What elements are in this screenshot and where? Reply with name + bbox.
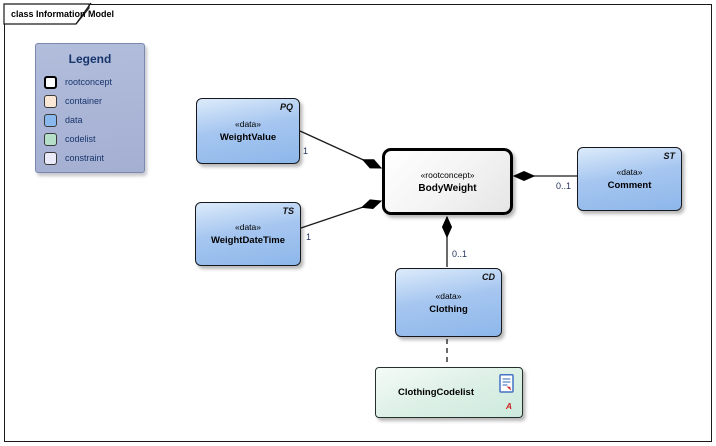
- diagram-title: class Information Model: [11, 9, 115, 19]
- multiplicity-label: 0..1: [452, 249, 468, 259]
- legend-swatch-rootconcept: [44, 75, 57, 89]
- node-name: Clothing: [429, 303, 468, 315]
- document-link-icon: [499, 374, 514, 398]
- node-name: Comment: [607, 180, 652, 191]
- stereotype-label: «data»: [616, 167, 643, 177]
- legend-item-label: codelist: [65, 134, 96, 144]
- legend: Legend rootconcept container data codeli…: [35, 43, 145, 173]
- stereotype-label: «data»: [435, 290, 462, 301]
- node-name: WeightDateTime: [210, 235, 286, 246]
- node-clothing[interactable]: CD «data» Clothing: [395, 268, 502, 337]
- legend-item-label: rootconcept: [65, 77, 113, 87]
- node-weightdatetime[interactable]: TS «data» WeightDateTime: [195, 202, 301, 266]
- node-comment[interactable]: ST «data» Comment: [577, 147, 682, 211]
- legend-item-container: container: [44, 94, 102, 108]
- node-clothingcodelist[interactable]: ClothingCodelist A: [375, 367, 523, 418]
- multiplicity-label: 1: [303, 146, 309, 156]
- legend-item-label: container: [65, 96, 103, 106]
- multiplicity-label: 1: [306, 232, 312, 242]
- legend-swatch-codelist: [44, 132, 57, 146]
- legend-item-codelist: codelist: [44, 132, 96, 146]
- legend-swatch-data: [44, 113, 57, 127]
- stereotype-label: «rootconcept»: [420, 169, 475, 180]
- legend-swatch-constraint: [44, 151, 57, 165]
- legend-item-data: data: [44, 113, 83, 127]
- legend-title: Legend: [68, 52, 112, 66]
- legend-item-constraint: constraint: [44, 151, 104, 165]
- legend-item-label: constraint: [65, 153, 105, 163]
- codelist-marker: A: [505, 401, 512, 411]
- node-bodyweight[interactable]: «rootconcept» BodyWeight: [382, 148, 513, 215]
- node-name: ClothingCodelist: [398, 387, 474, 398]
- node-name: BodyWeight: [418, 182, 477, 194]
- type-abbreviation: TS: [282, 206, 294, 216]
- legend-item-rootconcept: rootconcept: [44, 75, 112, 89]
- legend-item-label: data: [65, 115, 83, 125]
- node-weightvalue[interactable]: PQ «data» WeightValue: [196, 98, 300, 164]
- multiplicity-label: 0..1: [556, 181, 572, 191]
- type-abbreviation: PQ: [279, 102, 293, 112]
- stereotype-label: «data»: [235, 119, 261, 129]
- node-name: WeightValue: [219, 132, 277, 143]
- type-abbreviation: ST: [663, 151, 675, 161]
- type-abbreviation: CD: [482, 272, 495, 282]
- legend-swatch-container: [44, 94, 57, 108]
- stereotype-label: «data»: [235, 222, 261, 232]
